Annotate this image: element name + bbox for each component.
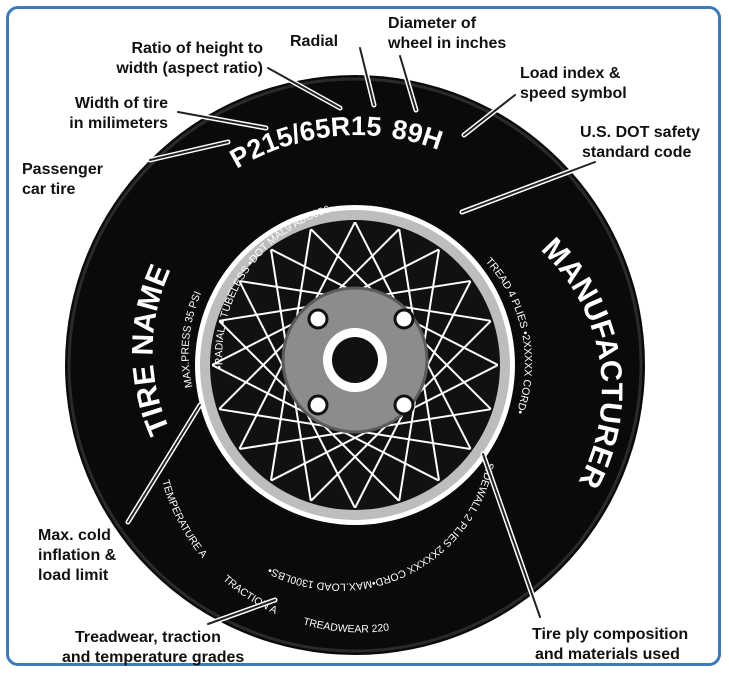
label-dot-line2: standard code (582, 144, 691, 161)
label-aspect-ratio-line2: width (aspect ratio) (115, 60, 263, 77)
label-treadwear-line2: and temperature grades (62, 649, 244, 666)
label-passenger-line1: Passenger (22, 161, 103, 178)
lug-nut (309, 310, 327, 328)
label-load-index-line2: speed symbol (520, 85, 627, 102)
label-aspect-ratio-line1: Ratio of height to (131, 40, 263, 57)
label-dot-line1: U.S. DOT safety (580, 124, 700, 141)
label-width-line2: in milimeters (69, 115, 168, 132)
label-radial: Radial (290, 33, 338, 50)
lug-nut (395, 310, 413, 328)
label-load-index-line1: Load index & (520, 65, 621, 82)
label-cold-inflation-line3: load limit (38, 567, 109, 584)
label-passenger-line2: car tire (22, 181, 75, 198)
label-ply-line1: Tire ply composition (532, 626, 688, 643)
label-treadwear-line1: Treadwear, traction (75, 629, 221, 646)
label-cold-inflation-line1: Max. cold (38, 527, 111, 544)
label-width-line1: Width of tire (75, 95, 168, 112)
label-diameter-line2: wheel in inches (387, 35, 506, 52)
label-cold-inflation-line2: inflation & (38, 547, 117, 564)
label-diameter-line1: Diameter of (388, 15, 477, 32)
lug-nut (395, 396, 413, 414)
lug-nut (309, 396, 327, 414)
hub-center-hole (332, 337, 378, 383)
label-ply-line2: and materials used (535, 646, 680, 663)
